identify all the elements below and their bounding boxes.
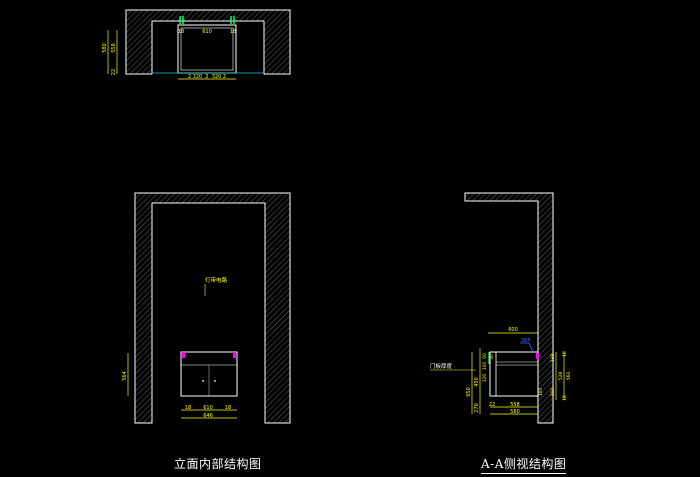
plan-dim-left-inner: 558 <box>111 43 117 53</box>
side-cabinet <box>489 351 539 397</box>
side-dim-right-e: 18 <box>562 351 568 357</box>
plan-dim-top-width: 610 <box>202 29 212 35</box>
plan-dim-top-right: 18 <box>230 29 236 35</box>
front-annotation-label: 灯带电路 <box>205 276 228 284</box>
side-wall <box>464 192 554 424</box>
front-dim-bottom-a: 18 <box>185 405 191 411</box>
plan-wall <box>125 9 291 75</box>
side-dim-left-b: 650 <box>466 387 472 397</box>
side-dim-right-c: 564 <box>566 372 572 381</box>
side-dim-right-a: 138 <box>550 354 556 363</box>
side-dim-right-d: 100 <box>550 388 556 397</box>
front-dim-bottom-c: 18 <box>225 405 231 411</box>
front-cabinet-handle-right <box>214 380 216 382</box>
front-cabinet-marker-right <box>233 352 236 358</box>
side-dim-left-c: 270 <box>474 403 480 413</box>
plan-cabinet-inner <box>180 27 234 71</box>
side-dim-right-f: 18 <box>562 395 568 401</box>
side-dim-mid-b: 100 <box>538 388 544 397</box>
front-cabinet-handle-left <box>202 380 204 382</box>
side-callout-label: 26P <box>521 338 530 344</box>
front-elevation: 灯带电路 564 18 610 18 646 <box>122 192 291 424</box>
plan-dim-left-outer: 580 <box>102 43 108 53</box>
front-dim-bottom-b: 610 <box>203 405 213 411</box>
side-dim-mid-a: 120 <box>482 374 488 383</box>
side-dim-bottom-b: 558 <box>510 402 520 408</box>
side-dim-right-b: 528 <box>558 372 564 381</box>
side-dim-inner-b: 100 <box>482 362 488 371</box>
side-dim-left-a: 450 <box>474 377 480 387</box>
side-dim-top-width: 600 <box>508 327 518 333</box>
side-callout-shape <box>520 342 534 353</box>
front-wall <box>134 192 291 424</box>
plan-view: 580 558 22 18 610 18 2 320 2 320 2 <box>102 9 291 80</box>
side-section-caption: A-A侧视结构图 <box>481 455 567 474</box>
side-dim-bottom-a: 22 <box>489 402 495 408</box>
plan-dim-left-bottom: 22 <box>111 69 117 75</box>
side-dim-inner-c: 30 <box>489 354 495 360</box>
plan-dim-top-left: 18 <box>178 29 184 35</box>
side-section: 600 26P 门板厚度 450 650 270 50 100 30 120 1… <box>430 192 572 424</box>
side-dim-inner-a: 50 <box>482 353 488 359</box>
front-dim-left-height: 564 <box>122 371 128 381</box>
front-dim-bottom-total: 646 <box>203 413 213 419</box>
front-cabinet-marker-left <box>182 352 185 358</box>
front-elevation-caption: 立面内部结构图 <box>174 457 262 471</box>
plan-dim-bottom-chain: 2 320 2 320 2 <box>188 74 226 80</box>
side-annotation-label: 门板厚度 <box>430 362 453 370</box>
side-marker-magenta <box>536 353 539 359</box>
side-dim-bottom-c: 580 <box>510 409 520 415</box>
